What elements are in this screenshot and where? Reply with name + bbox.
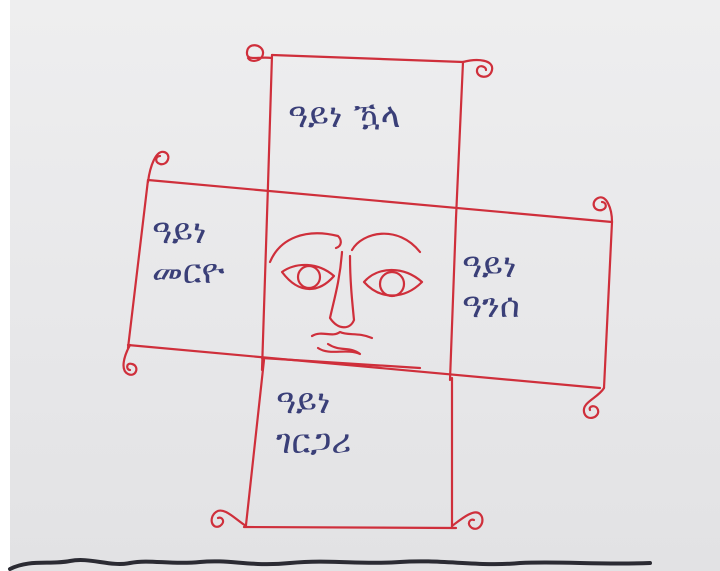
- left-pupil: [298, 266, 320, 288]
- left-cell-text: ዓይነ መርዮ: [152, 212, 225, 292]
- corner-curl-right-top: [594, 197, 612, 222]
- face-drawing: [270, 233, 422, 354]
- corner-curl-top-right: [463, 60, 492, 77]
- corner-curl-top-left: [247, 45, 272, 61]
- left-eye: [282, 265, 334, 289]
- left-cell-line-2: መርዮ: [152, 252, 225, 292]
- right-eyebrow: [352, 234, 420, 252]
- right-cell-line-1: ዓይነ: [462, 246, 520, 286]
- corner-curl-left-top: [148, 152, 168, 182]
- corner-curl-bottom-left: [212, 511, 246, 527]
- corner-curl-right-bottom: [584, 388, 604, 418]
- bottom-cell-line-2: ገርጋሪ: [276, 422, 351, 462]
- right-cell-line-2: ዓንሰ: [462, 286, 520, 326]
- nose: [330, 252, 354, 327]
- right-eye: [364, 270, 422, 296]
- bottom-cell-text: ዓይነ ገርጋሪ: [276, 382, 351, 462]
- left-eyebrow: [270, 233, 341, 262]
- bottom-cell-line-1: ዓይነ: [276, 382, 351, 422]
- top-cell-text: ዓይነ ዃላ: [288, 96, 400, 136]
- left-cell-line-1: ዓይነ: [152, 212, 225, 252]
- mouth: [312, 332, 372, 354]
- corner-curl-bottom-right: [452, 512, 482, 528]
- right-pupil: [380, 272, 404, 296]
- cropped-handwriting: [0, 553, 720, 571]
- corner-curl-left-bottom: [124, 345, 137, 375]
- right-cell-text: ዓይነ ዓንሰ: [462, 246, 520, 326]
